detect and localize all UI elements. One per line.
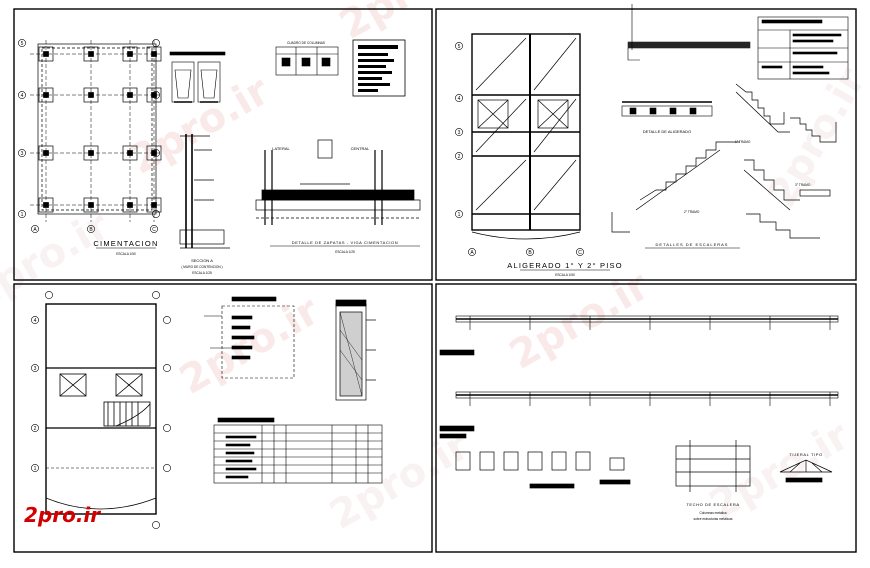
alig-axis-c: C bbox=[578, 250, 582, 256]
escaleras-title: DETALLES DE ESCALERAS bbox=[656, 242, 729, 247]
panel-frame-plan bbox=[13, 283, 433, 553]
seccion-scale: ESCALA 1/25 bbox=[192, 271, 212, 275]
title-block bbox=[757, 16, 849, 80]
alig-axis-3: 3 bbox=[458, 130, 461, 136]
seccion-subtitle: ( MURO DE CONTENCION ) bbox=[181, 265, 222, 269]
zapata-title: DETALLE DE ZAPATAS - VIGA CIMENTACION bbox=[292, 240, 399, 245]
aligerado-detail bbox=[621, 4, 751, 117]
brand-logo: 2pro.ir bbox=[24, 503, 101, 527]
alig-axis-5: 5 bbox=[458, 44, 461, 50]
panel-frames bbox=[13, 8, 857, 553]
foundation-outline bbox=[37, 43, 157, 215]
zapata-scale: ESCALA 1/25 bbox=[335, 250, 355, 254]
watermark-1: 2pro.ir bbox=[332, 0, 487, 49]
axis-b: B bbox=[89, 227, 93, 233]
retaining-wall-section bbox=[179, 134, 230, 249]
beam-sections bbox=[455, 451, 631, 489]
stair-sections bbox=[611, 83, 837, 239]
spec-table-dark bbox=[352, 39, 406, 97]
footings bbox=[38, 46, 162, 213]
plan-axis-1: 1 bbox=[34, 466, 37, 472]
alig-axis-b: B bbox=[528, 250, 532, 256]
tramo-2: 2° TRAMO bbox=[684, 210, 700, 214]
techo-line1: Columnas metalica bbox=[699, 511, 726, 515]
plan-axis-2: 2 bbox=[34, 426, 37, 432]
seccion-title: SECCION A bbox=[191, 258, 213, 263]
zapata-detail bbox=[255, 139, 421, 225]
tijeral-tipo bbox=[779, 459, 833, 483]
plan-legend bbox=[204, 296, 295, 379]
panel-frame-cimentacion bbox=[13, 8, 433, 281]
cimentacion-plan bbox=[30, 40, 162, 222]
alig-axis-1: 1 bbox=[458, 212, 461, 218]
tijeral-title: TIJERAL TIPO bbox=[789, 452, 822, 457]
zapata-lateral: LATERAL bbox=[272, 146, 290, 151]
watermark-8: 2pro.ir bbox=[759, 60, 870, 215]
alig-axis-2: 2 bbox=[458, 154, 461, 160]
panel-frame-aligerado bbox=[435, 8, 857, 281]
footing-details bbox=[169, 51, 226, 103]
techo-title: TECHO DE ESCALERA bbox=[686, 502, 739, 507]
axis-1: 1 bbox=[21, 212, 24, 218]
plan-axis-labels: 4 3 2 1 bbox=[31, 291, 171, 529]
detalle-aligerado-label: DETALLE DE ALIGERADO bbox=[643, 129, 691, 134]
axis-5: 5 bbox=[21, 41, 24, 47]
tramo-1: 1° TRAMO bbox=[735, 140, 751, 144]
schedule-table bbox=[213, 417, 383, 484]
axis-a: A bbox=[33, 227, 37, 233]
foundation-inner bbox=[41, 47, 153, 211]
panel-frame-techo bbox=[435, 283, 857, 553]
grid-lines bbox=[30, 40, 162, 222]
axis-4: 4 bbox=[21, 93, 24, 99]
beam-elevations bbox=[439, 315, 839, 439]
aligerado-title: ALIGERADO 1° Y 2° PISO bbox=[507, 261, 623, 270]
watermark-6: 2pro.ir bbox=[322, 423, 477, 539]
aligerado-plan bbox=[471, 33, 581, 240]
cuadro-columnas: CUADRO DE COLUMNAS bbox=[275, 41, 339, 76]
cimentacion-axis-labels: 5 4 3 1 A B C bbox=[18, 39, 160, 233]
axis-3: 3 bbox=[21, 151, 24, 157]
watermark-4: 2pro.ir bbox=[172, 288, 327, 404]
watermark-3: 2pro.ir bbox=[0, 203, 117, 319]
aligerado-axis-labels: 5 4 3 2 1 A B C bbox=[455, 42, 584, 256]
cimentacion-title: CIMENTACION bbox=[93, 239, 158, 248]
axis-c: C bbox=[152, 227, 156, 233]
column-detail bbox=[335, 299, 376, 401]
watermark-layer: 2pro.ir 2pro.ir 2pro.ir 2pro.ir 2pro.ir … bbox=[0, 0, 870, 539]
tramo-3: 3° TRAMO bbox=[795, 183, 811, 187]
second-floor-plan bbox=[45, 303, 157, 515]
cuadro-title: CUADRO DE COLUMNAS bbox=[287, 41, 325, 45]
aligerado-scale: ESCALA 1/50 bbox=[555, 273, 575, 277]
alig-axis-a: A bbox=[470, 250, 474, 256]
plan-axis-3: 3 bbox=[34, 366, 37, 372]
zapata-central: CENTRAL bbox=[351, 146, 370, 151]
techo-escalera bbox=[675, 440, 751, 492]
alig-axis-4: 4 bbox=[458, 96, 461, 102]
plan-axis-4: 4 bbox=[34, 318, 37, 324]
techo-line2: sobre estructuras metálicas bbox=[694, 517, 733, 521]
cimentacion-scale: ESCALA 1/50 bbox=[116, 252, 136, 256]
logo-text: 2pro.ir bbox=[24, 503, 101, 527]
watermark-2: 2pro.ir bbox=[122, 68, 277, 184]
